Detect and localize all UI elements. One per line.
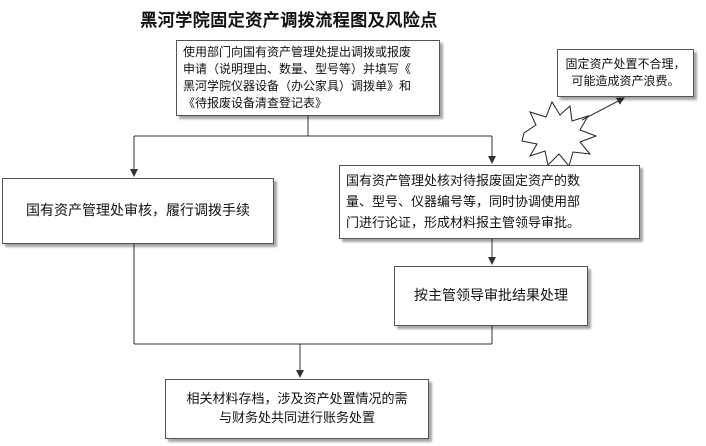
node-review-transfer: 国有资产管理处审核，履行调拨手续: [2, 178, 274, 244]
node-archive-text: 相关材料存档，涉及资产处置情况的需 与财务处共同进行账务处置: [186, 392, 408, 426]
risk-callout: 固定资产处置不合理， 可能造成资产浪费。: [557, 49, 694, 97]
node-apply-request-text: 使用部门向国有资产管理处提出调拨或报废 申请（说明理由、数量、型号等）并填写《 …: [183, 45, 412, 110]
node-apply-request: 使用部门向国有资产管理处提出调拨或报废 申请（说明理由、数量、型号等）并填写《 …: [176, 40, 440, 116]
node-archive: 相关材料存档，涉及资产处置情况的需 与财务处共同进行账务处置: [165, 379, 429, 439]
diagram-title: 黑河学院固定资产调拨流程图及风险点: [140, 11, 438, 31]
risk-pointer-line: [581, 97, 625, 121]
node-review-transfer-text: 国有资产管理处审核，履行调拨手续: [26, 203, 250, 219]
node-verify-scrap-text: 国有资产管理处核对待报废固定资产的数 量、型号、仪器编号等，同时协调使用部 门进…: [346, 173, 581, 231]
node-handle-approval: 按主管领导审批结果处理: [394, 266, 588, 326]
node-handle-approval-text: 按主管领导审批结果处理: [414, 288, 568, 304]
risk-callout-text: 固定资产处置不合理， 可能造成资产浪费。: [565, 57, 686, 88]
risk-explosion-icon: [521, 100, 598, 168]
node-verify-scrap: 国有资产管理处核对待报废固定资产的数 量、型号、仪器编号等，同时协调使用部 门进…: [339, 165, 640, 239]
